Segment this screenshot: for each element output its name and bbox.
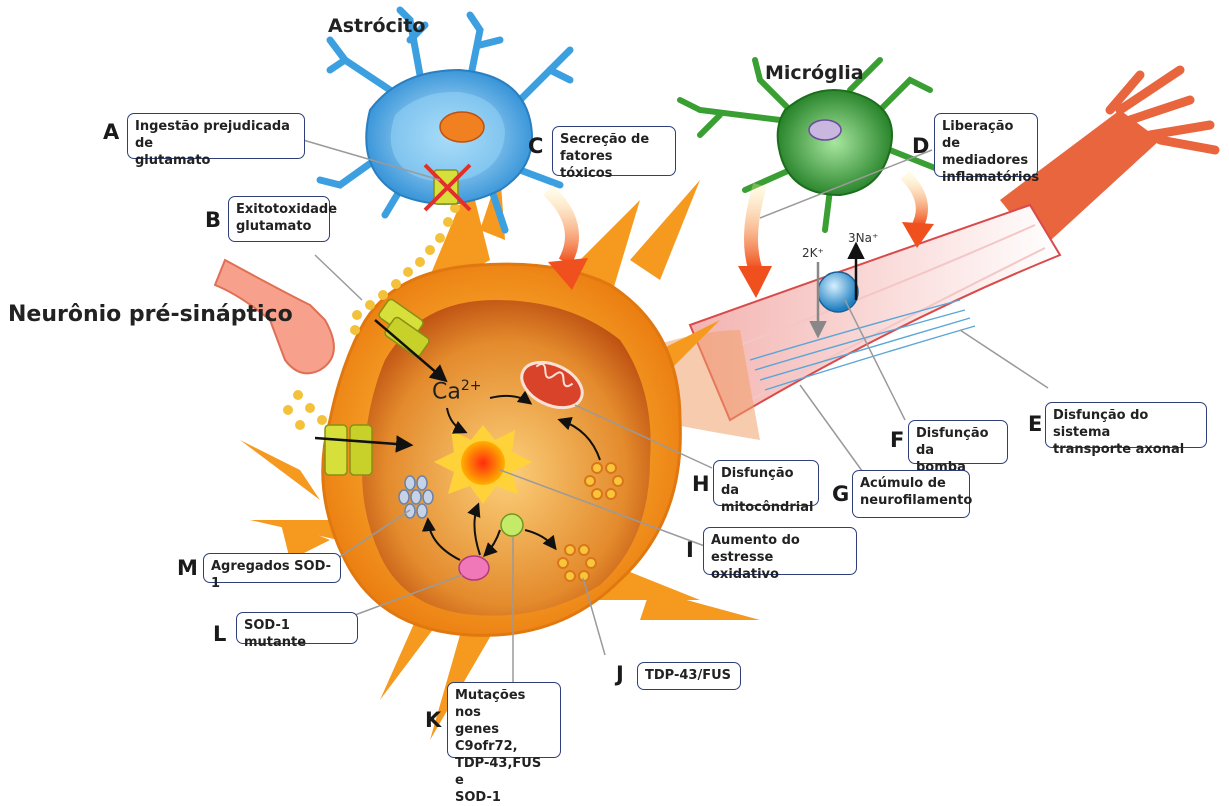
calcium-charge: 2+: [461, 378, 482, 394]
astrocyte: [320, 10, 570, 230]
label-box-a: Ingestão prejudicada de glutamato: [127, 113, 305, 159]
label-letter-b: B: [205, 208, 221, 232]
axon: [640, 70, 1215, 440]
presynaptic-neuron-title: Neurônio pré-sináptico: [8, 302, 293, 327]
label-letter-h: H: [692, 472, 710, 496]
label-box-c: Secreção de fatores tóxicos: [552, 126, 676, 176]
label-letter-m: M: [177, 556, 198, 580]
label-box-k: Mutações nos genes C9ofr72, TDP-43,FUS e…: [447, 682, 561, 758]
label-letter-a: A: [103, 120, 119, 144]
label-letter-c: C: [528, 134, 543, 158]
label-letter-l: L: [213, 622, 226, 646]
potassium-ion-label: 2K⁺: [802, 246, 824, 260]
label-letter-i: I: [686, 538, 694, 562]
label-letter-e: E: [1028, 412, 1042, 436]
label-letter-g: G: [832, 482, 849, 506]
label-box-f: Disfunção da bomba: [908, 420, 1008, 464]
label-box-m: Agregados SOD-1: [203, 553, 341, 583]
astrocyte-title: Astrócito: [328, 15, 425, 37]
mutant-sod1: [459, 556, 489, 580]
label-box-e: Disfunção do sistema transporte axonal: [1045, 402, 1207, 448]
label-box-l: SOD-1 mutante: [236, 612, 358, 644]
microglia-title: Micróglia: [765, 62, 864, 84]
label-box-h: Disfunção da mitocôndrial: [713, 460, 819, 506]
sodium-ion-label: 3Na⁺: [848, 231, 878, 245]
als-pathophysiology-diagram: Astrócito Micróglia Neurônio pré-sinápti…: [0, 0, 1229, 758]
label-letter-k: K: [425, 708, 441, 732]
gene-mutation-dot: [501, 514, 523, 536]
label-letter-j: J: [616, 662, 624, 686]
label-letter-f: F: [890, 428, 904, 452]
label-box-j: TDP-43/FUS: [637, 662, 741, 690]
label-letter-d: D: [912, 134, 929, 158]
label-box-b: Exitotoxidade glutamato: [228, 196, 330, 242]
calcium-symbol: Ca: [432, 379, 461, 404]
label-box-d: Liberação de mediadores inflamatórios: [934, 113, 1038, 177]
label-box-i: Aumento do estresse oxidativo: [703, 527, 857, 575]
label-box-g: Acúmulo de neurofilamento: [852, 470, 970, 518]
calcium-ion-label: Ca2+: [432, 378, 481, 404]
microglia: [680, 60, 940, 230]
